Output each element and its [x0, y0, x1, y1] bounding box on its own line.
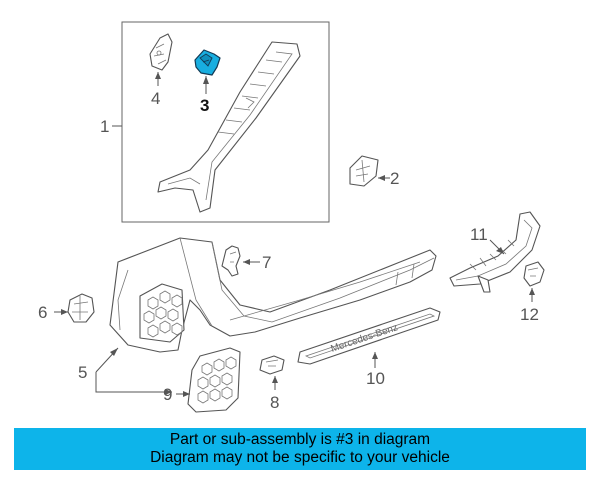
callout-8: 8 — [270, 393, 279, 412]
callout-2: 2 — [390, 169, 399, 188]
callout-10: 10 — [366, 369, 385, 388]
trim-piece-part-11[interactable] — [449, 211, 541, 293]
callout-7: 7 — [262, 253, 271, 272]
callout-4: 4 — [151, 89, 160, 108]
callout-5: 5 — [78, 363, 87, 382]
a-pillar-trim[interactable] — [157, 41, 301, 213]
clip-part-12[interactable] — [523, 261, 545, 287]
info-banner: Part or sub-assembly is #3 in diagram Di… — [14, 428, 586, 470]
callout-3: 3 — [200, 96, 209, 115]
honeycomb-insert-part-9[interactable] — [187, 347, 241, 413]
sill-plate-part-10[interactable] — [297, 307, 441, 365]
clip-part-8[interactable] — [259, 355, 285, 375]
honeycomb-grille-part-5 — [139, 283, 185, 343]
clip-part-4[interactable] — [149, 33, 173, 71]
bracket-part-3-highlighted[interactable] — [194, 49, 221, 76]
callout-12: 12 — [520, 305, 539, 324]
callout-9: 9 — [163, 385, 172, 404]
callout-6: 6 — [38, 303, 47, 322]
callout-1: 1 — [100, 117, 109, 136]
callout-11: 11 — [470, 225, 488, 244]
sill-trim-part-5[interactable] — [109, 237, 437, 353]
bracket-part-7[interactable] — [221, 245, 241, 277]
parts-diagram: Mercedes-Benz 1 2 3 4 5 6 7 8 9 10 11 12 — [38, 21, 545, 413]
banner-line-2: Diagram may not be specific to your vehi… — [150, 449, 450, 466]
banner-line-1: Part or sub-assembly is #3 in diagram — [169, 431, 431, 448]
trim-clip-part-2[interactable] — [349, 155, 379, 187]
grommet-part-6[interactable] — [67, 293, 95, 323]
